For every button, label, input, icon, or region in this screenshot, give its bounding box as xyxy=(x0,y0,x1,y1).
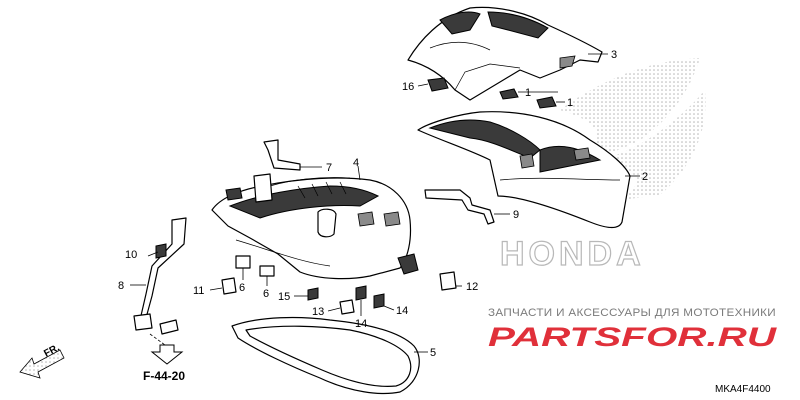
callout-9: 9 xyxy=(513,209,519,221)
callout-11: 11 xyxy=(193,285,204,297)
screw-11 xyxy=(221,277,237,295)
callout-2: 2 xyxy=(642,171,648,183)
callout-7: 7 xyxy=(326,162,332,174)
bolt-12 xyxy=(439,271,457,291)
clip-1b xyxy=(536,96,557,109)
callout-15: 15 xyxy=(278,291,290,303)
callout-6b: 6 xyxy=(263,288,269,300)
clip-1a xyxy=(499,88,519,100)
callout-1a: 1 xyxy=(525,87,531,99)
bracket-9 xyxy=(424,189,495,225)
callout-6a: 6 xyxy=(239,282,245,294)
watermark-caption: ЗАПЧАСТИ И АКСЕССУАРЫ ДЛЯ МОТОТЕХНИКИ xyxy=(488,307,776,319)
callout-14b: 14 xyxy=(396,305,408,317)
diagram-code: MKA4F4400 xyxy=(715,384,771,395)
callout-16: 16 xyxy=(402,81,414,93)
reference-label: F-44-20 xyxy=(143,369,185,383)
honda-logo-text: HONDA xyxy=(500,235,645,273)
watermark-brand: PARTSFOR.RU xyxy=(488,322,778,352)
callout-1b: 1 xyxy=(567,97,573,109)
bolt-10 xyxy=(155,243,167,259)
callout-4: 4 xyxy=(353,157,359,169)
callout-5: 5 xyxy=(430,347,436,359)
cushion-6a xyxy=(235,255,251,269)
callout-numbers: 1 1 2 3 4 5 6 6 7 8 9 10 11 12 13 14 14 … xyxy=(118,49,648,359)
part-inner-cover xyxy=(417,111,631,229)
part-main-housing xyxy=(211,139,419,280)
callout-13: 13 xyxy=(312,306,324,318)
reference-arrow xyxy=(149,333,184,365)
callout-12: 12 xyxy=(466,281,478,293)
grommet-13 xyxy=(339,299,355,315)
part-seal xyxy=(231,316,420,395)
cushion-6b xyxy=(259,265,275,277)
callout-10: 10 xyxy=(125,249,137,261)
clip-16 xyxy=(427,77,449,92)
stay-8 xyxy=(133,217,187,331)
part-top-cover xyxy=(407,6,603,101)
callout-3: 3 xyxy=(611,49,617,61)
screw-15 xyxy=(307,287,319,301)
front-direction-arrow xyxy=(19,349,65,379)
screw-loose xyxy=(159,319,179,335)
callout-14a: 14 xyxy=(355,318,367,330)
screw-14a xyxy=(355,285,367,301)
callout-8: 8 xyxy=(118,280,124,292)
leader-lines xyxy=(130,53,640,353)
screw-14b xyxy=(373,293,385,309)
